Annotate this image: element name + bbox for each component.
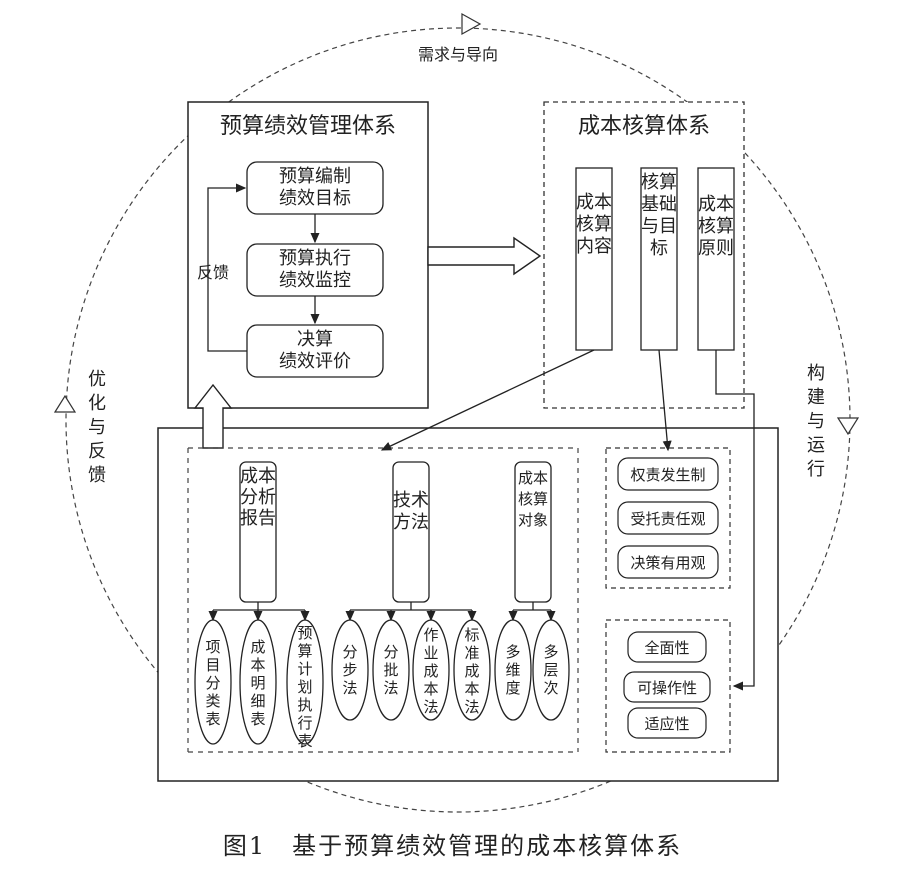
ellipse-item-project-classification: 项目分类表 xyxy=(205,638,221,728)
cycle-arrow-top xyxy=(461,12,482,36)
principle-item-adaptable: 适应性 xyxy=(644,714,690,733)
ellipse-item-cost-detail: 成本明细表 xyxy=(250,638,266,728)
principle-item-operable: 可操作性 xyxy=(636,678,697,697)
connector-principle xyxy=(715,350,755,691)
cycle-right-label: 构建与运行 xyxy=(807,363,825,480)
figure-caption: 图1 基于预算绩效管理的成本核算体系 xyxy=(222,832,683,860)
ellipse-item-multi-level: 多层次 xyxy=(543,643,559,697)
ellipse-item-multi-dimension: 多维度 xyxy=(505,643,521,697)
budget-step-2: 预算执行 绩效监控 xyxy=(279,248,351,291)
cost-col-1: 成本核算内容 xyxy=(576,192,612,257)
cost-col-box-1 xyxy=(575,167,613,351)
basis-item-accrual: 权责发生制 xyxy=(630,465,706,484)
ellipse-item-activity-costing: 作业成本法 xyxy=(423,626,439,716)
connector-content xyxy=(380,349,595,451)
budget-step-1: 预算编制 绩效目标 xyxy=(279,166,351,209)
technical-methods-label: 技术方法 xyxy=(393,490,429,533)
cost-col-3: 成本核算原则 xyxy=(698,194,734,259)
cost-system-title: 成本核算体系 xyxy=(577,114,710,139)
cost-objects-label: 成本核算对象 xyxy=(517,469,548,529)
feedback-loop xyxy=(207,183,247,352)
cost-col-2: 核算基础与目标 xyxy=(641,172,677,259)
cycle-arrow-left xyxy=(53,394,77,413)
basis-item-stewardship: 受托责任观 xyxy=(630,509,706,528)
cycle-top-label: 需求与导向 xyxy=(417,45,498,64)
cycle-arrow-right xyxy=(836,417,860,436)
cycle-left-label: 优化与反馈 xyxy=(88,369,106,486)
ellipse-item-step-method: 分步法 xyxy=(342,643,358,697)
budget-step-3: 决算 绩效评价 xyxy=(279,329,351,372)
budget-system-title: 预算绩效管理体系 xyxy=(219,114,396,139)
principle-item-comprehensive: 全面性 xyxy=(644,638,690,657)
ellipse-item-standard-costing: 标准成本法 xyxy=(464,626,480,716)
connector-basis xyxy=(658,349,672,452)
feedback-label: 反馈 xyxy=(196,263,229,282)
cost-col-box-3 xyxy=(697,167,735,351)
hollow-arrow-up xyxy=(193,383,233,449)
analysis-report-label: 成本分析报告 xyxy=(240,466,276,529)
hollow-arrow-right xyxy=(427,236,542,276)
ellipse-item-budget-execution: 预算计划执行表 xyxy=(297,624,313,750)
basis-item-decision-usefulness: 决策有用观 xyxy=(630,553,706,572)
ellipse-item-batch-method: 分批法 xyxy=(383,643,399,697)
